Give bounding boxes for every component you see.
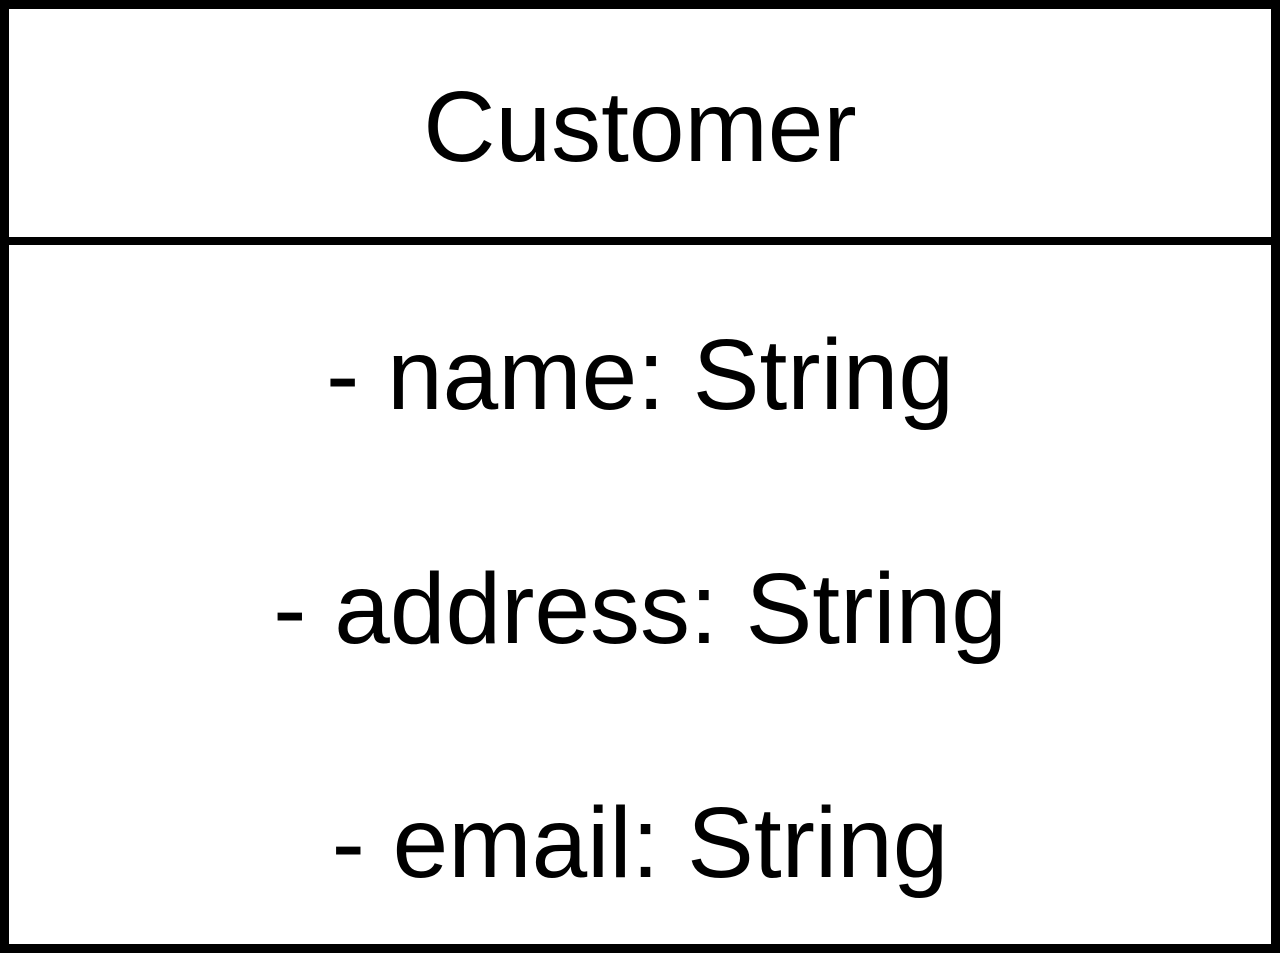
attribute-address: - address: String [273,553,1007,665]
class-name-compartment: Customer [9,9,1271,237]
class-name: Customer [423,71,857,183]
attribute-name: - name: String [325,319,955,431]
compartment-divider [9,237,1271,245]
uml-class-box: Customer - name: String - address: Strin… [0,0,1280,953]
attribute-email: - email: String [331,787,949,899]
attributes-compartment: - name: String - address: String - email… [9,245,1271,944]
